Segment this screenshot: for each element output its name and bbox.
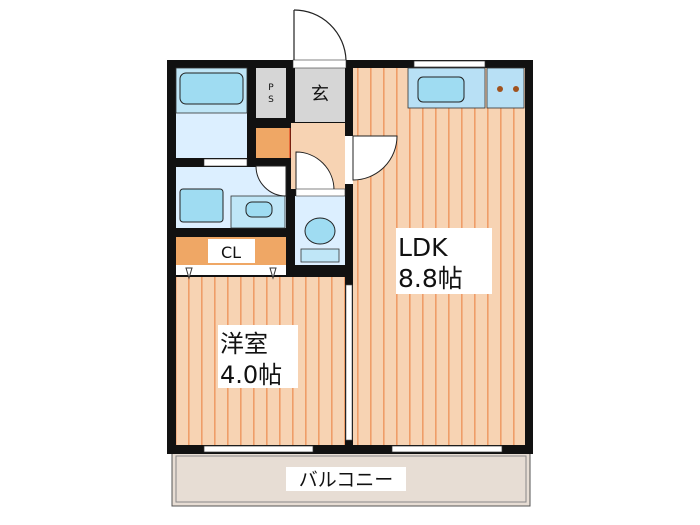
bathtub-basin bbox=[179, 72, 244, 105]
western-room-size: 4.0帖 bbox=[220, 361, 282, 389]
entrance-area bbox=[295, 68, 345, 122]
svg-text:P: P bbox=[268, 83, 274, 93]
closet-label: CL bbox=[221, 243, 241, 262]
ldk-label: LDK bbox=[398, 233, 448, 262]
storage bbox=[256, 128, 290, 158]
toilet-icon bbox=[304, 217, 336, 245]
western-room-label: 洋室 bbox=[220, 330, 268, 358]
entrance-label: 玄 bbox=[311, 84, 329, 105]
sink-icon bbox=[417, 76, 465, 103]
pipe-space-label: P S bbox=[268, 83, 274, 105]
washing-machine bbox=[179, 188, 224, 223]
windows bbox=[203, 60, 503, 453]
entrance-door bbox=[293, 9, 347, 61]
balcony-label: バルコニー bbox=[299, 469, 394, 491]
ldk-size: 8.8帖 bbox=[398, 264, 463, 293]
pipe-space bbox=[256, 68, 286, 118]
svg-text:S: S bbox=[268, 95, 274, 105]
